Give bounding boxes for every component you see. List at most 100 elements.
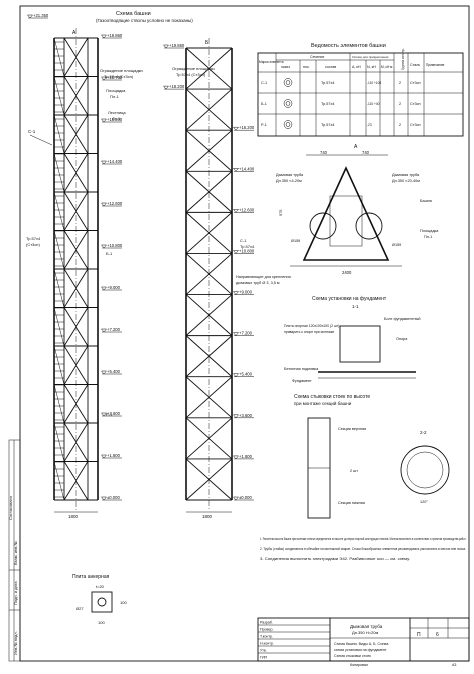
- foundation-label-grout: Бетонная подливка: [284, 367, 319, 371]
- tower-a-ladder-stringer: [53, 268, 65, 308]
- tb-content-3: Схема стыковки стоек: [334, 654, 371, 658]
- dim-bottom-left: 1800: [68, 514, 79, 519]
- elevation-label: +12.600: [107, 201, 123, 206]
- general-notes: 1. Расчетная высота башни при монтаже ст…: [260, 537, 466, 561]
- tower-scheme-note: (Газоотводящие стволы условно не показан…: [96, 18, 193, 23]
- elevation-mark-triangle: [162, 85, 170, 90]
- elevation-mark-triangle: [100, 370, 108, 375]
- tower-a-ladder-stringer: [53, 384, 65, 424]
- plan-label-platform-code: Пл-1: [424, 235, 432, 239]
- th-n: N, кН: [367, 65, 376, 69]
- tb-format: А3: [452, 663, 456, 667]
- tower-a-brace: [63, 230, 89, 270]
- tower-callouts: С-1 Площадка Пл-1 Ограждение площадки Тр…: [26, 66, 291, 417]
- tower-a-ladder-stringer: [53, 230, 65, 270]
- elevation-mark-triangle: [232, 209, 240, 213]
- strip-sign-label: Подп. и дата: [13, 581, 18, 605]
- table-cell-composition: Тр.57х4: [321, 81, 335, 85]
- elevation-mark-triangle: [100, 76, 108, 81]
- callout-platform: Площадка: [106, 88, 126, 93]
- callout-fence-right: Ограждение площадки: [172, 66, 215, 71]
- plate-outline: [91, 591, 113, 613]
- splice-section-circle: [400, 445, 450, 495]
- callout-ladder-code: Лс-1: [112, 116, 121, 121]
- sign-row-label: Провер.: [260, 628, 273, 632]
- elevation-mark-triangle: [100, 328, 108, 333]
- elevation-label: +3.600: [107, 411, 121, 416]
- table-cell-mark: С-1: [261, 81, 267, 85]
- elevations-right: +19.860+18.200+16.200+14.400+12.600+10.8…: [162, 43, 255, 501]
- elevation-mark-triangle: [162, 44, 170, 49]
- note-2: 2. Трубы (стойки) соединяются в обечайке…: [260, 547, 466, 551]
- th-mark: Марка элемента: [259, 60, 284, 64]
- table-cell-group: 2: [399, 123, 401, 127]
- table-sketch-icon: [283, 78, 293, 87]
- elevation-mark-triangle: [100, 118, 108, 123]
- tower-b-brace: [185, 47, 233, 90]
- foundation-label-foundation: Фундамент: [292, 379, 312, 383]
- plate-hole: [97, 597, 107, 607]
- sign-row-label: ГИП: [260, 656, 268, 660]
- dim-bottom-right: 1800: [202, 514, 213, 519]
- tower-a-ladder-stringer: [53, 191, 65, 231]
- plan-platform: [329, 195, 363, 247]
- elevation-label: ±0.000: [107, 495, 120, 500]
- elevation-label: +19.860: [107, 33, 123, 38]
- tower-a-ladder-stringer: [53, 37, 65, 77]
- table-cell-composition: Тр.57х4: [321, 102, 335, 106]
- table-sketch-icon-inner: [285, 101, 291, 106]
- foundation-section: 1-1: [352, 304, 359, 309]
- elevation-label: +5.400: [239, 372, 253, 377]
- callout-guide2: дымовых труб Ø 3, 3,5 м: [236, 281, 280, 285]
- elevations-left: +21.350+19.860+18.750+16.200+14.400+12.6…: [26, 13, 123, 501]
- tower-b-brace: [185, 212, 233, 254]
- note-1: 1. Расчетная высота башни при монтаже ст…: [260, 537, 466, 541]
- table-sketch-icon-inner: [285, 122, 291, 127]
- tb-project-sub: Дн.350 Н=20м: [352, 630, 378, 635]
- plate-dim-2: 100: [120, 600, 127, 605]
- table-cell-steel: Ст3сп: [410, 102, 421, 106]
- elevation-label: +9.000: [239, 290, 253, 295]
- strip-replace-label: Взам. инв.№: [13, 541, 18, 565]
- tb-copied: Копировал: [350, 663, 368, 667]
- elevation-mark-triangle: [100, 34, 108, 39]
- foundation-label-support: Опора: [396, 337, 408, 341]
- tower-a-brace: [63, 345, 89, 385]
- tb-sheet: 6: [436, 632, 439, 638]
- tower-a-brace: [63, 384, 89, 424]
- elevation-label: +3.600: [239, 413, 253, 418]
- th-group: Группа констр.: [401, 48, 405, 70]
- elevation-mark-triangle: [232, 291, 240, 295]
- splice-subtitle: при монтаже секций башни: [294, 400, 352, 406]
- elevation-label: +18.750: [107, 75, 123, 80]
- tb-stage: П: [417, 632, 421, 638]
- tower-a-ladder-stringer: [53, 461, 65, 501]
- table-cell-mark: Р-1: [261, 123, 267, 127]
- elevation-mark-triangle: [100, 286, 108, 291]
- elevation-label: +7.200: [107, 327, 121, 332]
- table-sketch-icon: [283, 120, 293, 129]
- elements-table: Ведомость элементов башни Марка элемента…: [257, 43, 464, 137]
- elevation-mark-triangle: [100, 202, 108, 207]
- splice-title: Схема стыковки стоек по высоте: [294, 394, 370, 400]
- tower-a-ladder-stringer: [53, 114, 65, 154]
- tower-a-brace: [63, 422, 89, 462]
- section-label-b: Б: [205, 40, 209, 46]
- title-block: Разраб.Провер.Т.контр.Н.контр.Утв.ГИП Ды…: [257, 617, 470, 667]
- splice-scheme: Схема стыковки стоек по высоте при монта…: [294, 394, 450, 519]
- table-cell-composition: Тр.57х4: [321, 123, 335, 127]
- plan-label-platform: Площадка: [420, 229, 439, 233]
- elevation-label: +10.800: [107, 243, 123, 248]
- callout-brace-steel: (Ст3сп): [26, 242, 40, 247]
- th-steel: Сталь: [410, 63, 420, 67]
- elevation-mark-triangle: [232, 168, 240, 172]
- callout-c1-right: С-1: [240, 238, 247, 243]
- tower-a-ladder-stringer: [53, 76, 65, 116]
- tower-a-brace: [63, 76, 89, 116]
- tower-scheme-title: Схема башни: [116, 11, 151, 17]
- elevation-mark-triangle: [232, 373, 240, 378]
- th-note: Примечание: [426, 63, 445, 67]
- th-force: Усилие для прикрепления: [352, 55, 389, 59]
- th-section: Сечение: [310, 55, 324, 59]
- elevation-label: +18.200: [169, 84, 185, 89]
